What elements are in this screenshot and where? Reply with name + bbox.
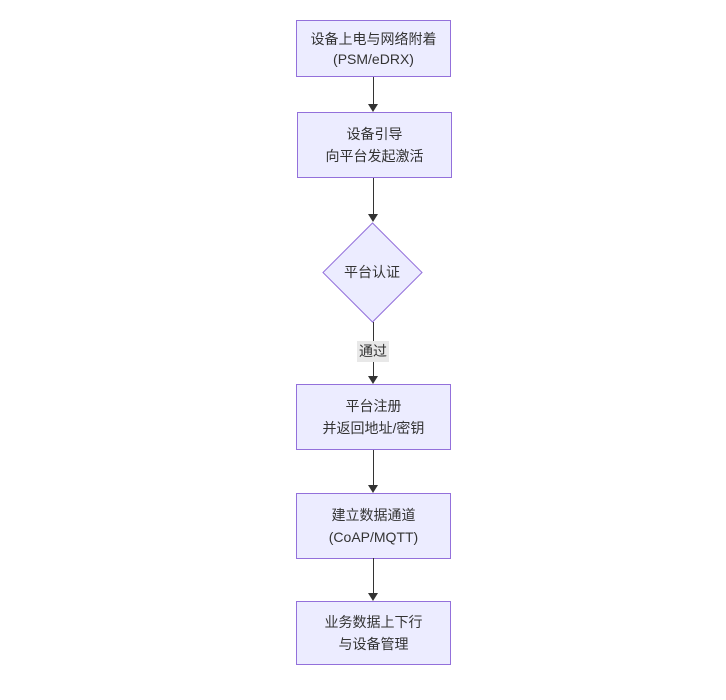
edge-line-e-f <box>373 558 374 593</box>
arrow-down-icon <box>368 214 378 222</box>
node-text-line: 向平台发起激活 <box>325 148 424 164</box>
node-device-power-network-attach: 设备上电与网络附着 (PSM/eDRX) <box>296 20 451 77</box>
node-device-bootstrap-activate: 设备引导 向平台发起激活 <box>297 112 452 178</box>
node-text-line: 并返回地址/密钥 <box>322 420 425 436</box>
node-text-line: 建立数据通道 <box>331 507 416 523</box>
edge-label-pass: 通过 <box>357 341 389 362</box>
node-text-line: 设备引导 <box>346 126 403 142</box>
node-platform-register: 平台注册 并返回地址/密钥 <box>296 384 451 450</box>
node-text-line: 与设备管理 <box>338 636 409 652</box>
node-establish-data-channel: 建立数据通道 (CoAP/MQTT) <box>296 493 451 559</box>
node-text-line: 平台认证 <box>344 264 400 280</box>
node-text-line: (PSM/eDRX) <box>333 50 414 67</box>
node-text-line: 业务数据上下行 <box>324 614 423 630</box>
node-text-line: 设备上电与网络附着 <box>310 30 437 47</box>
arrow-down-icon <box>368 104 378 112</box>
edge-line-d-e <box>373 450 374 485</box>
node-text-line: 平台注册 <box>345 398 402 414</box>
arrow-down-icon <box>368 593 378 601</box>
node-text-line: (CoAP/MQTT) <box>328 529 419 545</box>
edge-line-b-c <box>373 178 374 214</box>
node-platform-auth-decision: 平台认证 <box>321 221 423 323</box>
edge-line-a-b <box>373 77 374 104</box>
arrow-down-icon <box>368 485 378 493</box>
node-business-data-device-management: 业务数据上下行 与设备管理 <box>296 601 451 665</box>
arrow-down-icon <box>368 376 378 384</box>
